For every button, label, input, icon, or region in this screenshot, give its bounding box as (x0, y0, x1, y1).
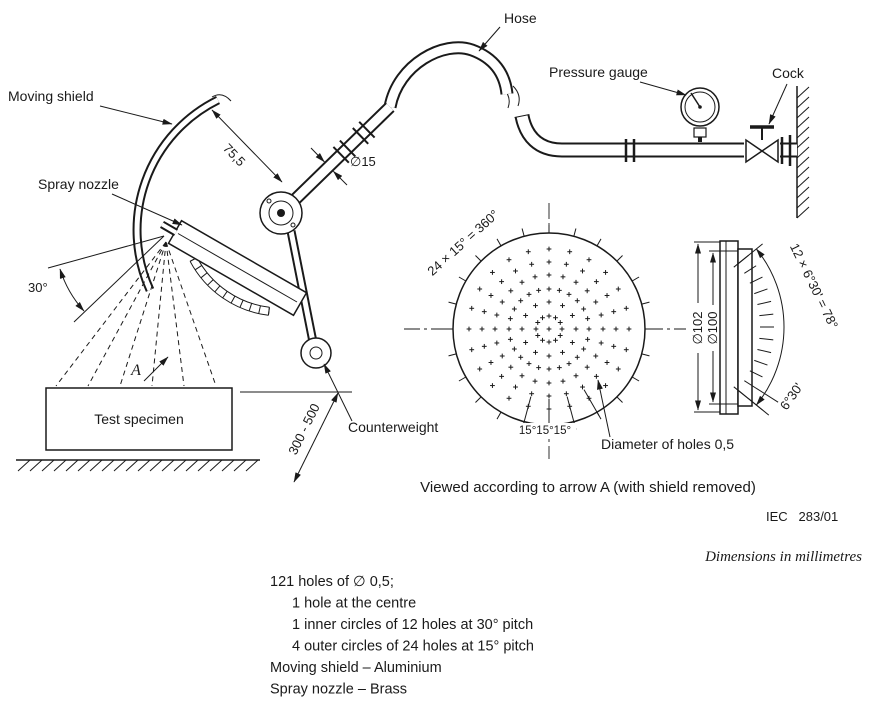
side-view-face (737, 248, 753, 407)
note-line: Spray nozzle – Brass (270, 682, 407, 698)
counterweight-mass (300, 337, 332, 369)
note-line: 1 hole at the centre (292, 596, 416, 612)
spray-head-bar (159, 219, 308, 317)
counterweight-arm (286, 230, 332, 369)
face-view: 24 × 15° = 360° 15°15°15° Diameter of ho… (404, 203, 734, 459)
spray-holes (466, 246, 632, 412)
moving-shield-part (132, 94, 232, 292)
label-holes-diameter: Diameter of holes 0,5 (601, 436, 734, 452)
view-caption: Viewed according to arrow A (with shield… (420, 479, 756, 496)
note-line: 1 inner circles of 12 holes at 30° pitch (292, 617, 533, 633)
callout-labels: Hose Pressure gauge Cock Moving shield S… (8, 10, 805, 435)
view-arrow-a: A (130, 362, 141, 379)
dim-75-5: 75,5 (220, 141, 248, 170)
shield-lip (211, 94, 232, 102)
wall-hatch (796, 86, 810, 219)
note-line: 121 holes of ∅ 0,5; (270, 574, 394, 590)
nozzle-assembly (159, 191, 332, 369)
test-specimen-box (45, 387, 233, 451)
dim-d100: ∅100 (705, 311, 720, 344)
pitch-label-backing (514, 423, 576, 437)
dim-12x630: 12 × 6°30' = 78° (787, 241, 841, 331)
protractor-ticks (189, 257, 270, 316)
side-view: ∅102 ∅100 12 × 6°30' = 78° 6°30' (690, 240, 841, 416)
protractor-sector (189, 257, 270, 316)
spray-fan (55, 241, 217, 387)
label-moving-shield: Moving shield (8, 88, 94, 104)
nozzle-pivot (259, 191, 303, 235)
dim-d15: ∅15 (350, 154, 376, 169)
dim-15x3: 15°15°15° (519, 425, 571, 437)
test-specimen-label: Test specimen (94, 411, 183, 427)
hose-tube (383, 41, 514, 109)
label-counterweight: Counterweight (348, 419, 438, 435)
dim-300-500: 300 - 500 (285, 401, 323, 457)
label-cock: Cock (772, 65, 805, 81)
notes-block: 121 holes of ∅ 0,5; 1 hole at the centre… (270, 574, 534, 698)
label-hose: Hose (504, 10, 537, 26)
label-pressure-gauge: Pressure gauge (549, 64, 648, 80)
dim-630: 6°30' (777, 380, 806, 413)
ground-hatch (17, 459, 259, 472)
note-line: Moving shield – Aluminium (270, 660, 442, 676)
dim-d102: ∅102 (690, 311, 705, 344)
dimensions-note: Dimensions in millimetres (704, 549, 862, 565)
note-line: 4 outer circles of 24 holes at 15° pitch (292, 639, 534, 655)
pipe-assembly (502, 85, 797, 166)
figure-code: IEC 283/01 (766, 509, 838, 524)
dim-30deg: 30° (28, 280, 48, 295)
pressure-gauge-device (680, 87, 720, 142)
label-spray-nozzle: Spray nozzle (38, 176, 119, 192)
wall (796, 86, 810, 219)
cock-valve (744, 125, 780, 164)
hose-break-mark (512, 85, 520, 107)
captions: Viewed according to arrow A (with shield… (420, 479, 862, 565)
test-specimen-group: Test specimen (16, 387, 260, 472)
